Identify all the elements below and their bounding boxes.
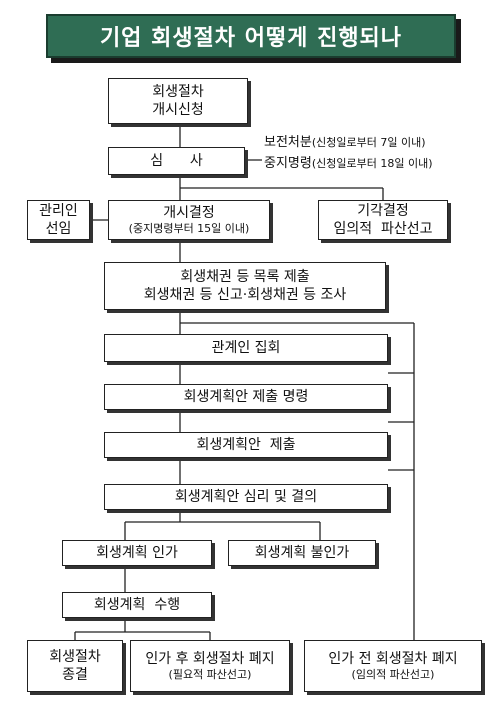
node-apply-line1: 회생절차 — [152, 83, 204, 100]
node-execute: 회생계획 수행 — [62, 592, 212, 618]
node-trustee-line1: 관리인 — [39, 202, 78, 219]
node-end-line1: 회생절차 — [49, 648, 101, 665]
node-abolish-before: 인가 전 회생절차 폐지 (임의적 파산선고) — [304, 640, 482, 692]
node-claims-line2: 회생채권 등 신고·회생채권 등 조사 — [143, 287, 347, 303]
node-end-line2: 종결 — [62, 667, 88, 683]
node-reject: 회생계획 불인가 — [228, 540, 376, 566]
node-dismiss-line2: 임의적 파산선고 — [333, 221, 433, 237]
node-trustee-line2: 선임 — [45, 221, 72, 237]
note-preservation-main: 보전처분 — [264, 135, 312, 150]
node-meeting-label: 관계인 집회 — [211, 339, 281, 356]
node-abolish-before-sub: (임의적 파산선고) — [351, 667, 435, 681]
node-claims-line1: 회생채권 등 목록 제출 — [180, 268, 310, 285]
page-title: 기업 회생절차 어떻게 진행되나 — [46, 14, 456, 58]
node-plan-review-label: 회생계획안 심리 및 결의 — [174, 488, 318, 505]
node-dismiss-line1: 기각결정 — [357, 202, 409, 219]
note-stay-sub: (신청일로부터 18일 이내) — [311, 157, 433, 170]
note-stay: 중지명령(신청일로부터 18일 이내) — [264, 152, 433, 171]
node-review-label: 심 사 — [150, 152, 203, 169]
node-approve-label: 회생계획 인가 — [96, 544, 178, 561]
node-claims: 회생채권 등 목록 제출 회생채권 등 신고·회생채권 등 조사 — [104, 262, 386, 310]
node-trustee: 관리인 선임 — [27, 200, 90, 240]
node-plan-order-label: 회생계획안 제출 명령 — [183, 388, 309, 405]
node-plan-order: 회생계획안 제출 명령 — [104, 384, 388, 410]
node-commence-line2: (중지명령부터 15일 이내) — [128, 221, 250, 235]
node-apply-line2: 개시신청 — [152, 102, 204, 118]
node-plan-review: 회생계획안 심리 및 결의 — [104, 484, 388, 510]
node-abolish-before-main: 인가 전 회생절차 폐지 — [328, 650, 458, 667]
note-preservation-sub: (신청일로부터 7일 이내) — [311, 136, 426, 149]
node-plan-submit: 회생계획안 제출 — [104, 432, 388, 458]
node-meeting: 관계인 집회 — [104, 334, 388, 362]
node-abolish-after-main: 인가 후 회생절차 폐지 — [145, 650, 275, 667]
note-stay-main: 중지명령 — [264, 156, 312, 171]
note-preservation: 보전처분(신청일로부터 7일 이내) — [264, 131, 426, 150]
node-plan-submit-label: 회생계획안 제출 — [196, 436, 296, 453]
node-end: 회생절차 종결 — [27, 640, 123, 692]
node-execute-label: 회생계획 수행 — [93, 596, 181, 613]
node-commence: 개시결정 (중지명령부터 15일 이내) — [108, 200, 270, 240]
node-abolish-after: 인가 후 회생절차 폐지 (필요적 파산선고) — [130, 640, 290, 692]
node-apply: 회생절차 개시신청 — [108, 78, 248, 124]
node-dismiss: 기각결정 임의적 파산선고 — [318, 200, 448, 240]
node-commence-line1: 개시결정 — [163, 204, 215, 221]
node-review: 심 사 — [108, 147, 245, 175]
title-text: 기업 회생절차 어떻게 진행되나 — [99, 26, 403, 51]
node-approve: 회생계획 인가 — [62, 540, 212, 566]
node-abolish-after-sub: (필요적 파산선고) — [168, 667, 252, 681]
node-reject-label: 회생계획 불인가 — [254, 544, 350, 561]
